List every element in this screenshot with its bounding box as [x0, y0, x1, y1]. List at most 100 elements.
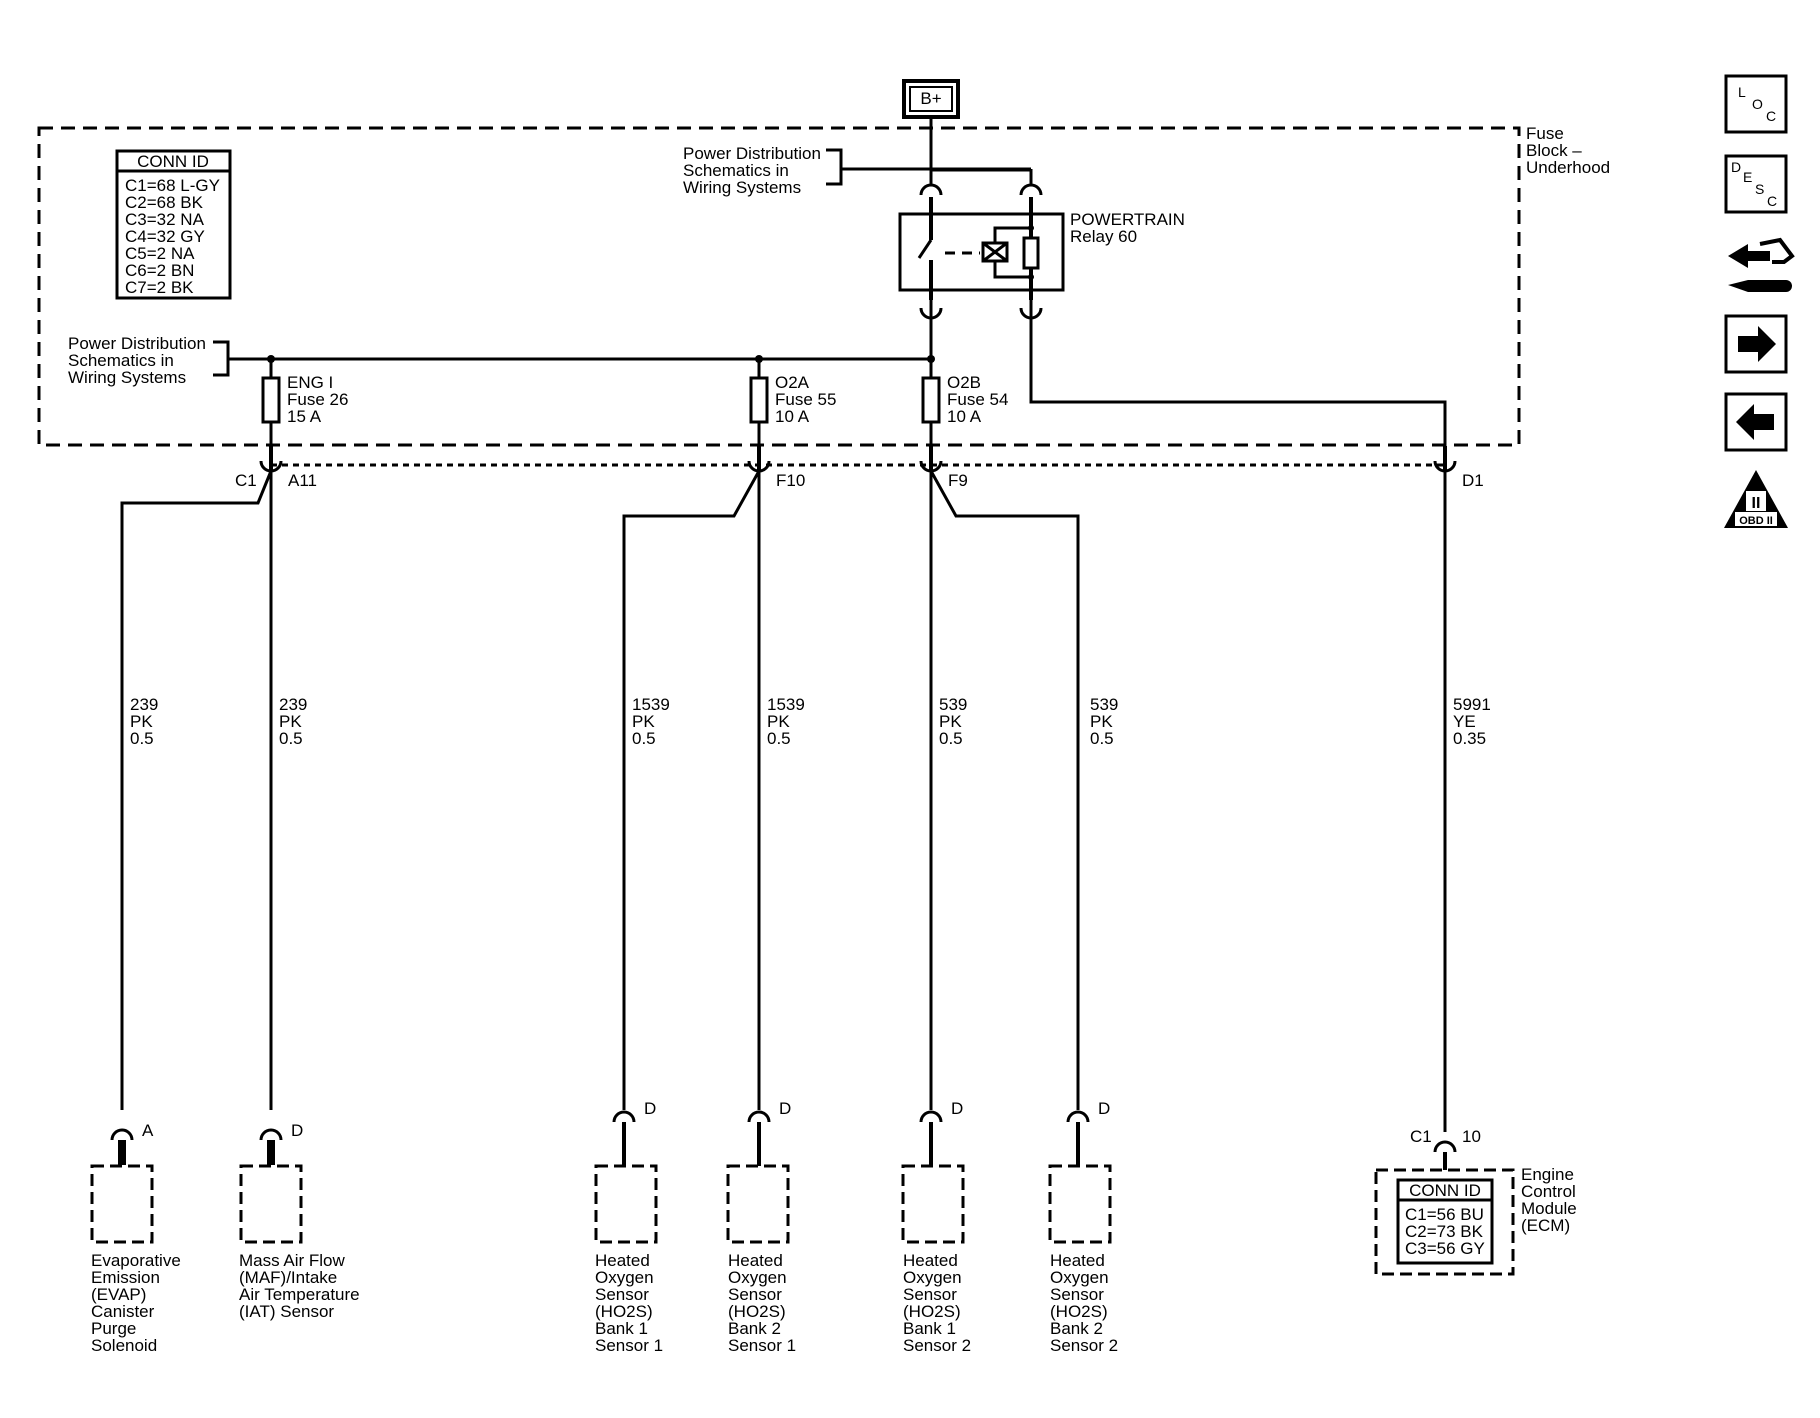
- power-distribution-ref-top: Power Distribution Schematics in Wiring …: [683, 144, 1031, 197]
- wire-label: 1539 PK 0.5: [632, 695, 670, 748]
- component-label-ho2s-b1s2: Heated Oxygen Sensor (HO2S) Bank 1 Senso…: [903, 1251, 971, 1355]
- svg-text:Wiring Systems: Wiring Systems: [683, 178, 801, 197]
- svg-text:(HO2S): (HO2S): [728, 1302, 786, 1321]
- svg-text:0.5: 0.5: [632, 729, 656, 748]
- svg-text:Bank 1: Bank 1: [903, 1319, 956, 1338]
- svg-text:539: 539: [939, 695, 967, 714]
- conn-id-header: CONN ID: [137, 152, 209, 171]
- wire-539-b2s2: [929, 470, 1080, 1110]
- svg-text:Control: Control: [1521, 1182, 1576, 1201]
- svg-text:10 A: 10 A: [775, 407, 810, 426]
- svg-text:ENG I: ENG I: [287, 373, 333, 392]
- battery-label: B+: [920, 89, 941, 108]
- component-label-ho2s-b2s2: Heated Oxygen Sensor (HO2S) Bank 2 Senso…: [1050, 1251, 1118, 1355]
- svg-text:Schematics in: Schematics in: [68, 351, 174, 370]
- svg-text:Canister: Canister: [91, 1302, 155, 1321]
- svg-text:Sensor: Sensor: [728, 1285, 782, 1304]
- ho2s-bank1-sensor1: D: [594, 1099, 658, 1244]
- svg-text:Sensor: Sensor: [903, 1285, 957, 1304]
- svg-text:Heated: Heated: [903, 1251, 958, 1270]
- svg-text:Wiring Systems: Wiring Systems: [68, 368, 186, 387]
- pin-a11-label: A11: [288, 471, 317, 490]
- svg-text:C: C: [1767, 193, 1777, 209]
- svg-text:D: D: [1098, 1099, 1110, 1118]
- svg-text:15 A: 15 A: [287, 407, 322, 426]
- svg-text:Fuse 54: Fuse 54: [947, 390, 1008, 409]
- svg-text:D: D: [951, 1099, 963, 1118]
- svg-text:PK: PK: [279, 712, 302, 731]
- svg-text:0.35: 0.35: [1453, 729, 1486, 748]
- ho2s-bank1-sensor2: D: [901, 1099, 965, 1244]
- component-label-evap: Evaporative Emission (EVAP) Canister Pur…: [91, 1251, 181, 1355]
- svg-text:239: 239: [130, 695, 158, 714]
- fuse-26: ENG I Fuse 26 15 A: [261, 359, 348, 446]
- svg-text:0.5: 0.5: [1090, 729, 1114, 748]
- conn-id-row: C5=2 NA: [125, 244, 195, 263]
- ecm-conn-row: C3=56 GY: [1405, 1239, 1485, 1258]
- ecm-conn-row: C2=73 BK: [1405, 1222, 1484, 1241]
- desc-icon[interactable]: D E S C: [1724, 154, 1788, 214]
- wire-1539-b1s1: [622, 470, 761, 1110]
- wire-label: 539 PK 0.5: [939, 695, 967, 748]
- svg-text:Sensor: Sensor: [1050, 1285, 1104, 1304]
- svg-text:5991: 5991: [1453, 695, 1491, 714]
- maf-iat-sensor: D: [239, 1121, 303, 1244]
- svg-text:PK: PK: [939, 712, 962, 731]
- svg-text:Sensor 2: Sensor 2: [903, 1336, 971, 1355]
- wire-label: 539 PK 0.5: [1090, 695, 1118, 748]
- svg-text:II: II: [1752, 495, 1761, 512]
- fuse-block-outline: [37, 126, 1521, 447]
- connector-repair-icon[interactable]: [1728, 237, 1795, 292]
- svg-text:Emission: Emission: [91, 1268, 160, 1287]
- pin-f9-label: F9: [948, 471, 968, 490]
- fuse-block-conn-id: CONN ID C1=68 L-GY C2=68 BK C3=32 NA C4=…: [115, 149, 232, 300]
- svg-text:D: D: [1731, 159, 1741, 175]
- svg-text:D: D: [644, 1099, 656, 1118]
- svg-text:(HO2S): (HO2S): [595, 1302, 653, 1321]
- pin-d1-label: D1: [1462, 471, 1484, 490]
- ho2s-bank2-sensor2: D: [1048, 1099, 1112, 1244]
- wire-label: 239 PK 0.5: [279, 695, 307, 748]
- svg-text:L: L: [1738, 84, 1746, 100]
- connector-c1-label: C1: [235, 471, 257, 490]
- svg-text:1539: 1539: [632, 695, 670, 714]
- conn-id-row: C6=2 BN: [125, 261, 194, 280]
- svg-text:539: 539: [1090, 695, 1118, 714]
- svg-text:Fuse 55: Fuse 55: [775, 390, 836, 409]
- svg-text:O2A: O2A: [775, 373, 810, 392]
- conn-id-row: C3=32 NA: [125, 210, 205, 229]
- svg-text:Sensor 1: Sensor 1: [728, 1336, 796, 1355]
- fuse-block-label-3: Underhood: [1526, 158, 1610, 177]
- svg-text:D: D: [779, 1099, 791, 1118]
- pin-f10-label: F10: [776, 471, 805, 490]
- component-label-ho2s-b1s1: Heated Oxygen Sensor (HO2S) Bank 1 Senso…: [595, 1251, 663, 1355]
- ecm-pin-label: 10: [1462, 1127, 1481, 1146]
- svg-text:PK: PK: [1090, 712, 1113, 731]
- svg-text:PK: PK: [130, 712, 153, 731]
- svg-text:Heated: Heated: [595, 1251, 650, 1270]
- loc-icon[interactable]: L O C: [1724, 74, 1788, 134]
- svg-text:Sensor 1: Sensor 1: [595, 1336, 663, 1355]
- relay-name: POWERTRAIN: [1070, 210, 1185, 229]
- svg-text:(HO2S): (HO2S): [903, 1302, 961, 1321]
- svg-text:OBD II: OBD II: [1739, 515, 1773, 527]
- svg-text:1539: 1539: [767, 695, 805, 714]
- svg-text:Fuse 26: Fuse 26: [287, 390, 348, 409]
- svg-text:Oxygen: Oxygen: [595, 1268, 654, 1287]
- component-label-maf: Mass Air Flow (MAF)/Intake Air Temperatu…: [239, 1251, 360, 1321]
- battery-terminal: B+: [902, 79, 960, 119]
- svg-text:Oxygen: Oxygen: [1050, 1268, 1109, 1287]
- svg-text:Bank 2: Bank 2: [1050, 1319, 1103, 1338]
- svg-text:(EVAP): (EVAP): [91, 1285, 146, 1304]
- svg-text:10 A: 10 A: [947, 407, 982, 426]
- previous-arrow-icon[interactable]: [1724, 392, 1788, 452]
- obd-ii-icon[interactable]: II OBD II: [1724, 470, 1788, 528]
- svg-text:Oxygen: Oxygen: [903, 1268, 962, 1287]
- svg-text:E: E: [1743, 169, 1752, 185]
- conn-id-row: C2=68 BK: [125, 193, 204, 212]
- next-arrow-icon[interactable]: [1724, 314, 1788, 374]
- fuse-block-label-2: Block –: [1526, 141, 1582, 160]
- svg-text:Module: Module: [1521, 1199, 1577, 1218]
- svg-text:Sensor 2: Sensor 2: [1050, 1336, 1118, 1355]
- svg-text:PK: PK: [632, 712, 655, 731]
